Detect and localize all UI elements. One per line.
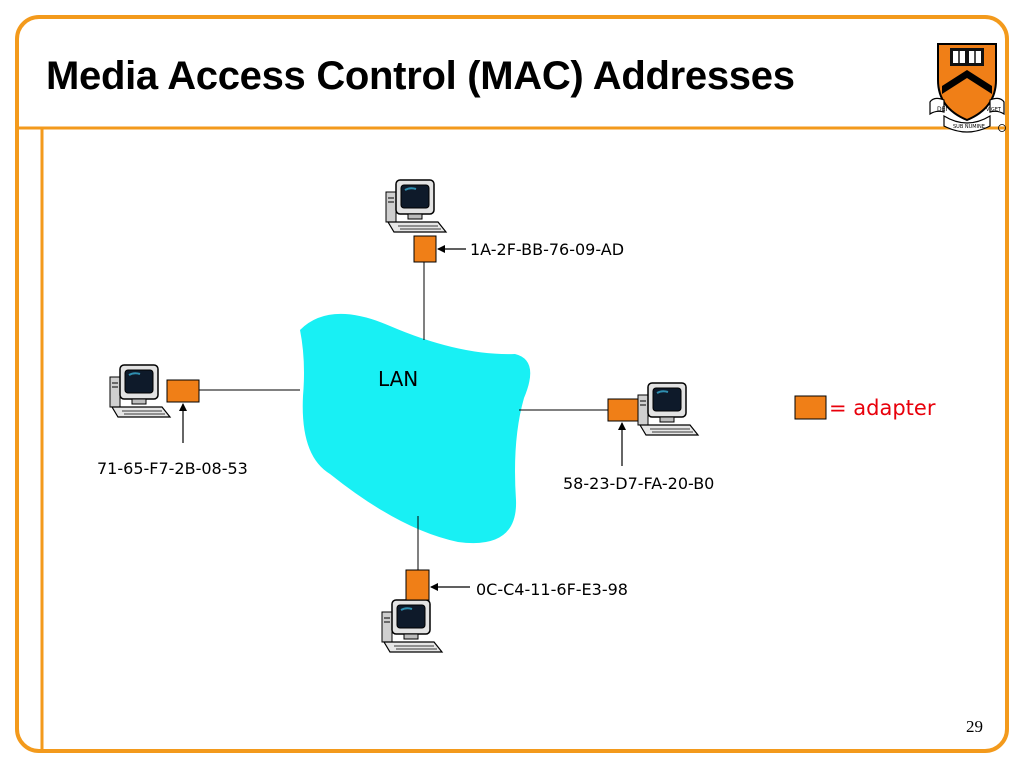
computer-bottom-icon — [381, 599, 443, 653]
svg-text:SUB NUMINE: SUB NUMINE — [953, 124, 985, 130]
university-shield-logo: DEI SUB NUMINE VIGET — [929, 43, 1006, 133]
adapter-left — [166, 379, 200, 403]
mac-address-bottom: 0C-C4-11-6F-E3-98 — [476, 580, 628, 599]
mac-address-left: 71-65-F7-2B-08-53 — [97, 459, 248, 478]
mac-address-right: 58-23-D7-FA-20-B0 — [563, 474, 715, 493]
computer-left-icon — [109, 364, 171, 418]
legend-adapter-icon — [794, 395, 827, 420]
lan-label: LAN — [378, 367, 419, 391]
adapter-top — [413, 235, 437, 263]
page-number: 29 — [966, 717, 983, 736]
lan-cloud — [300, 313, 531, 544]
slide-title: Media Access Control (MAC) Addresses — [46, 54, 795, 98]
adapter-bottom — [405, 569, 430, 601]
computer-top-icon — [385, 179, 447, 233]
computer-right-icon — [637, 382, 699, 436]
legend-label: = adapter — [829, 396, 936, 420]
mac-address-top: 1A-2F-BB-76-09-AD — [470, 240, 625, 259]
slide-frame — [15, 15, 1009, 753]
svg-text:VIGET: VIGET — [986, 107, 1002, 113]
svg-text:DEI: DEI — [937, 106, 947, 113]
adapter-right — [607, 398, 639, 422]
